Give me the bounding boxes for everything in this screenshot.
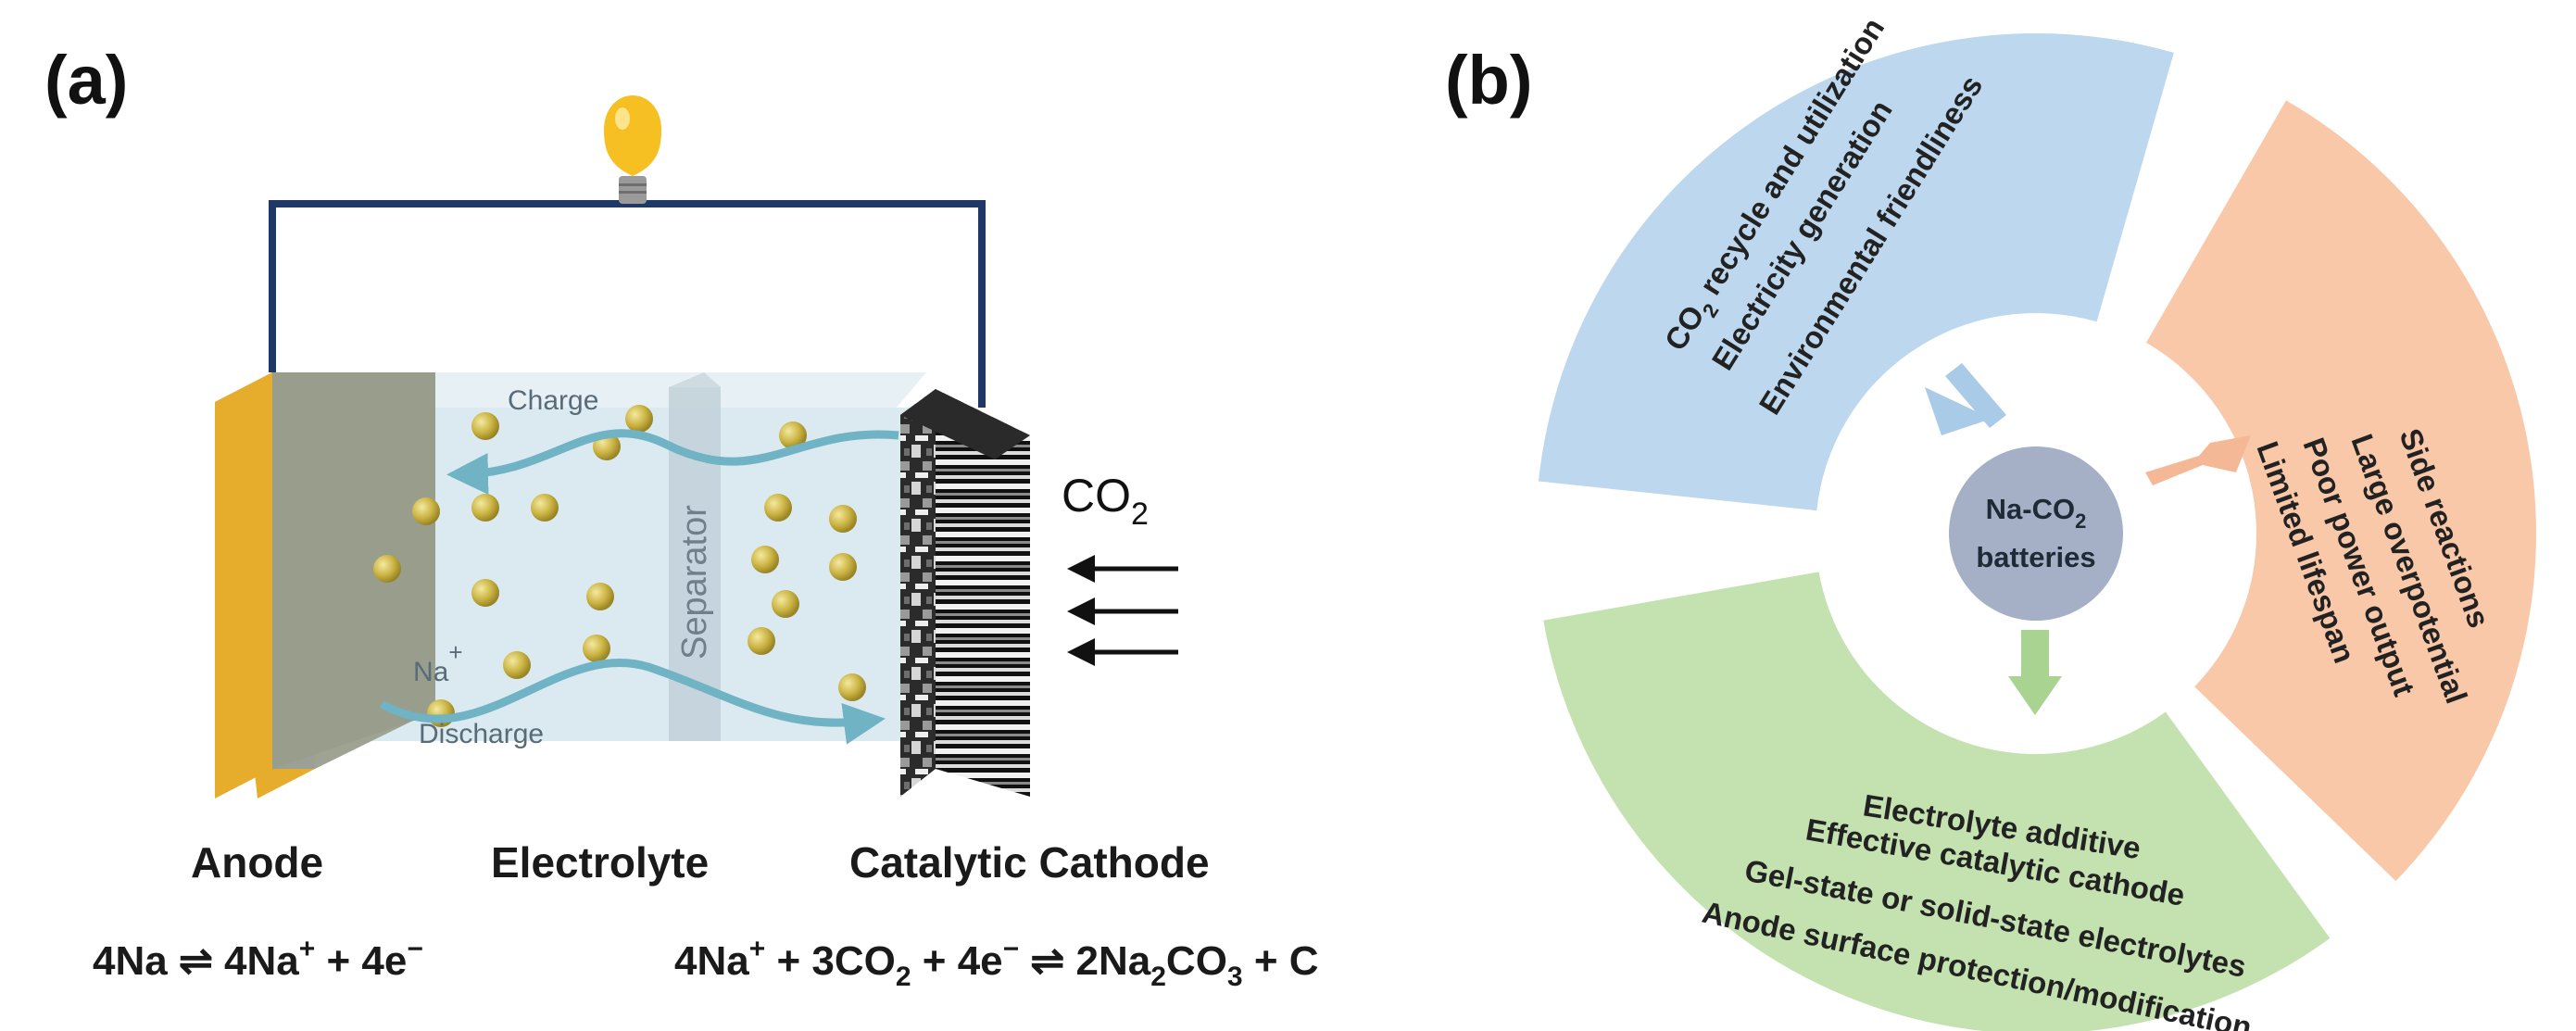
na-ion (531, 494, 559, 522)
na-ion (625, 405, 653, 433)
light-bulb-icon (604, 95, 661, 204)
catalytic-cathode (900, 389, 1030, 797)
na-ion (838, 673, 866, 701)
center-title: Na-CO2 (1986, 493, 2087, 533)
panel-b-label: (b) (1445, 42, 1533, 119)
arrow-to-strategies (2008, 630, 2062, 715)
arrow-to-advantages (1925, 363, 2006, 435)
panel-a: (a) Separator (44, 42, 1319, 992)
strategies-segment (1543, 572, 2331, 1031)
na-ion (779, 421, 807, 449)
na-ion (586, 583, 614, 610)
separator (669, 387, 721, 741)
na-ion (829, 553, 857, 581)
charge-label: Charge (508, 385, 598, 416)
anode (215, 372, 435, 798)
na-ion (373, 555, 401, 583)
discharge-arrow (379, 658, 886, 745)
na-ion (471, 494, 499, 522)
panel-a-label: (a) (44, 42, 128, 119)
na-ion-label: Na+ (413, 638, 463, 687)
separator-label: Separator (675, 505, 714, 660)
na-ion (748, 627, 775, 655)
anode-equation: 4Na ⇌ 4Na+ + 4e− (93, 934, 423, 984)
discharge-label: Discharge (419, 719, 544, 749)
na-ion (471, 579, 499, 607)
na-ion (751, 546, 779, 573)
cathode-equation: 4Na+ + 3CO2 + 4e− ⇌ 2Na2CO3 + C (674, 934, 1319, 992)
center-circle (1949, 446, 2123, 621)
arrow-to-challenges (2145, 435, 2251, 485)
electrolyte-top (398, 372, 926, 408)
na-ion (503, 651, 531, 679)
na-ion (471, 412, 499, 440)
na-ion (772, 590, 799, 618)
panel-b: (b) Na-CO2 batteries CO2 recycle and uti… (1445, 12, 2536, 1031)
na-ion (583, 635, 610, 662)
cathode-caption: Catalytic Cathode (849, 838, 1210, 886)
co2-inflow-arrows (1067, 555, 1178, 666)
electrolyte-caption: Electrolyte (491, 838, 709, 886)
center-subtitle: batteries (1976, 541, 2095, 573)
na-ion (829, 505, 857, 533)
charge-arrow (446, 429, 899, 495)
co2-label: CO2 (1062, 470, 1149, 532)
na-ion (412, 497, 440, 525)
challenges-segment (2146, 100, 2536, 882)
advantages-segment (1538, 32, 2174, 511)
na-ion (764, 494, 792, 522)
anode-caption: Anode (191, 838, 323, 886)
